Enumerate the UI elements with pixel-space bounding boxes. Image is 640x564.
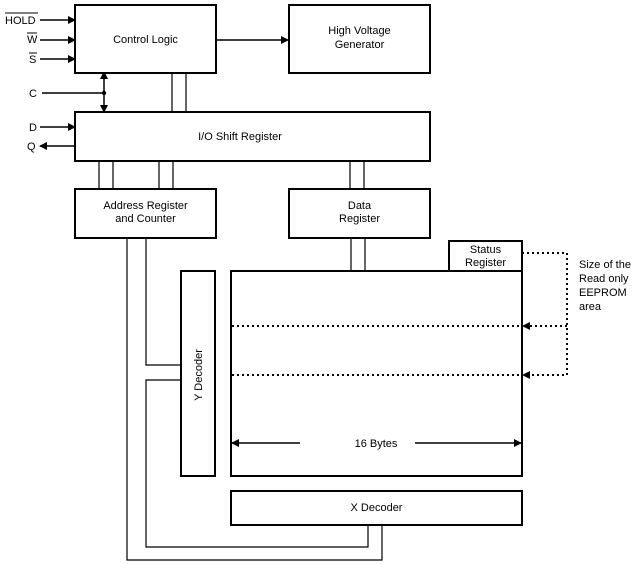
data-register-line2: Register	[339, 213, 380, 225]
status-register-block	[448, 240, 523, 272]
pin-d-label: D	[29, 122, 37, 134]
bracket-arrow-2	[522, 371, 530, 379]
memory-array-block	[230, 270, 523, 477]
control-logic-block	[74, 4, 217, 74]
io-shift-register-label: I/O Shift Register	[198, 131, 282, 143]
annotation-line1: Size of the	[579, 259, 631, 271]
x-decoder-label: X Decoder	[351, 502, 403, 514]
hv-label-line2: Generator	[335, 39, 385, 51]
addr-y-bus-inner	[145, 238, 181, 366]
x-decoder-block	[230, 490, 523, 526]
status-register-line1: Status	[470, 244, 502, 256]
pin-s-label: S	[29, 54, 36, 66]
y-decoder-label: Y Decoder	[193, 349, 205, 401]
c-junction	[101, 90, 107, 96]
data-register-line1: Data	[348, 200, 372, 212]
addr-x-bus-outer	[126, 238, 383, 561]
pin-w-label: W	[27, 34, 38, 46]
data-register-block	[288, 188, 431, 239]
annotation-line3: EEPROM	[579, 287, 627, 299]
bytes-label: 16 Bytes	[355, 438, 398, 450]
io-shift-register-block	[74, 111, 431, 162]
addr-x-bus-inner	[145, 379, 369, 548]
status-register-line2: Register	[465, 257, 506, 269]
control-logic-label: Control Logic	[113, 34, 178, 46]
high-voltage-generator-block	[288, 4, 431, 74]
address-register-line2: and Counter	[115, 213, 176, 225]
hv-label-line1: High Voltage	[328, 25, 390, 37]
address-register-line1: Address Register	[103, 200, 188, 212]
y-decoder-block	[180, 270, 216, 477]
pin-q-label: Q	[27, 141, 36, 153]
annotation-line4: area	[579, 301, 602, 313]
bracket-arrow-1	[522, 322, 530, 330]
eeprom-size-bracket	[522, 252, 568, 376]
annotation-line2: Read only	[579, 273, 629, 285]
pin-c-label: C	[29, 88, 37, 100]
pin-hold-label: HOLD	[5, 15, 36, 27]
address-register-block	[74, 188, 217, 239]
